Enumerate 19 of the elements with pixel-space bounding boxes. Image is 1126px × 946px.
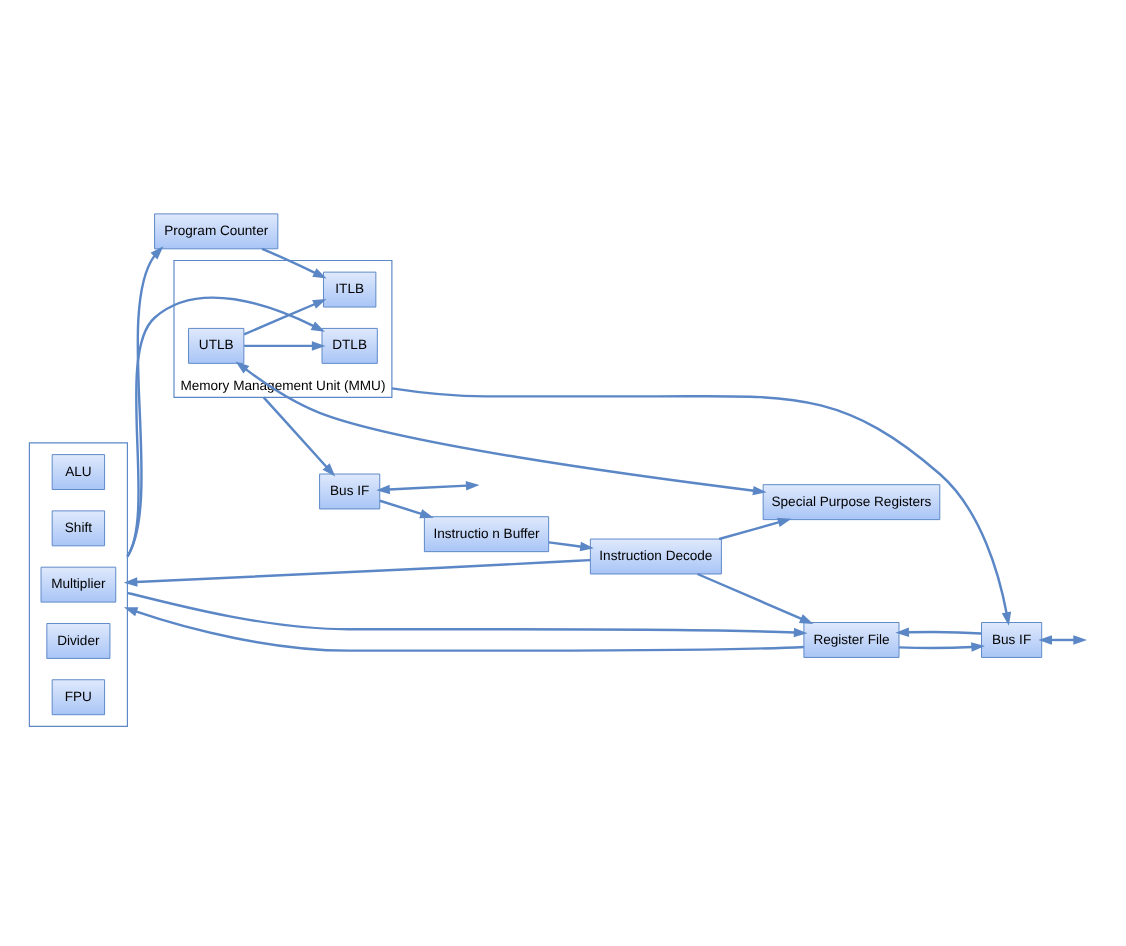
arrow [126,245,164,556]
arrow [376,479,480,494]
arrow [123,606,804,651]
arrow [261,246,327,278]
arrow [244,340,326,350]
arrow [123,557,591,586]
arrow [262,395,336,476]
arrow [235,360,767,495]
arrow [391,386,1012,625]
arrow [718,516,792,540]
cluster [28,441,128,726]
arrow [1038,634,1087,644]
arrow [379,498,434,518]
arrow [548,540,594,551]
arrow [127,590,808,637]
arrow [243,298,327,335]
arrow [696,571,814,623]
arrow [899,641,985,651]
arrow [895,626,982,637]
